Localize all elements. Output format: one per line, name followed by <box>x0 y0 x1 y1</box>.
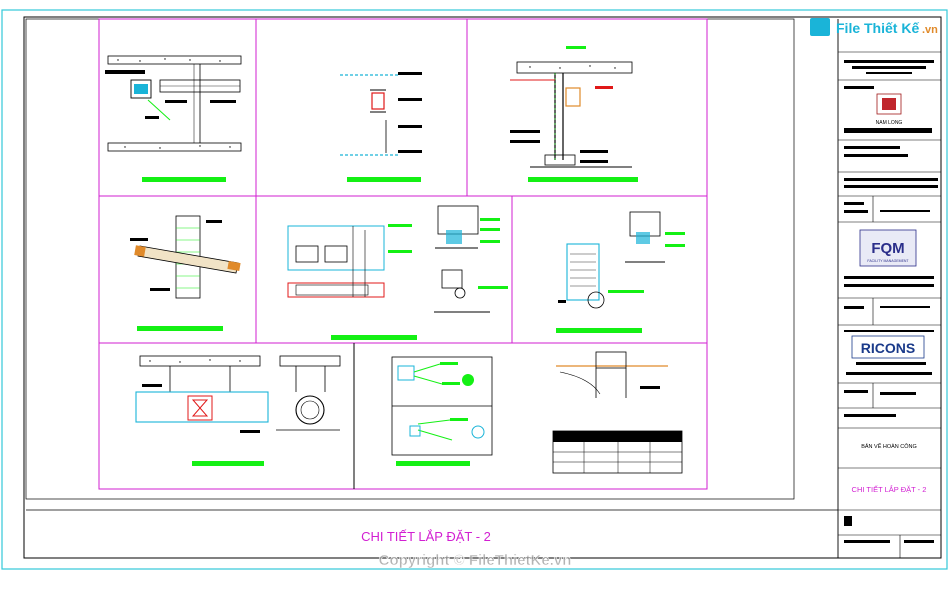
title-block-drawing-name: CHI TIẾT LẮP ĐẶT - 2 <box>852 484 927 494</box>
detail-2-pipe-bracket <box>340 72 422 156</box>
sheet-title: CHI TIẾT LẮP ĐẶT - 2 <box>361 529 491 544</box>
title-block: NAM LONG FQM FACILITY MANAGEMENT RICONS … <box>838 51 941 558</box>
company-logo-2-sub: FACILITY MANAGEMENT <box>867 259 909 263</box>
detail-panel-grid <box>98 18 708 490</box>
drawing-frame <box>23 16 942 559</box>
detail-7-damper-fan <box>135 355 341 433</box>
detail-9-section-table <box>552 351 683 474</box>
detail-8-piping-schematic <box>391 356 493 456</box>
detail-3-riser-valve <box>510 46 633 168</box>
site-logo-brand: File Thiết Kế <box>836 20 919 36</box>
site-logo-suffix: .vn <box>922 24 938 36</box>
company-logo-3: RICONS <box>861 340 915 356</box>
detail-1-duct-support <box>105 55 242 152</box>
detail-5-plan-section <box>287 205 508 313</box>
title-block-status: BẢN VẼ HOÀN CÔNG <box>861 443 917 450</box>
outer-border <box>1 9 948 570</box>
company-logo-1-name: NAM LONG <box>876 120 903 126</box>
detail-4-wall-penetration <box>130 215 241 299</box>
company-logo-2: FQM <box>871 240 904 257</box>
detail-6-outdoor-unit <box>558 211 685 309</box>
site-logo: File Thiết Kế .vn <box>810 18 938 36</box>
copyright-watermark: Copyright © FileThietKe.vn <box>379 552 572 569</box>
detail-captions <box>137 177 642 466</box>
